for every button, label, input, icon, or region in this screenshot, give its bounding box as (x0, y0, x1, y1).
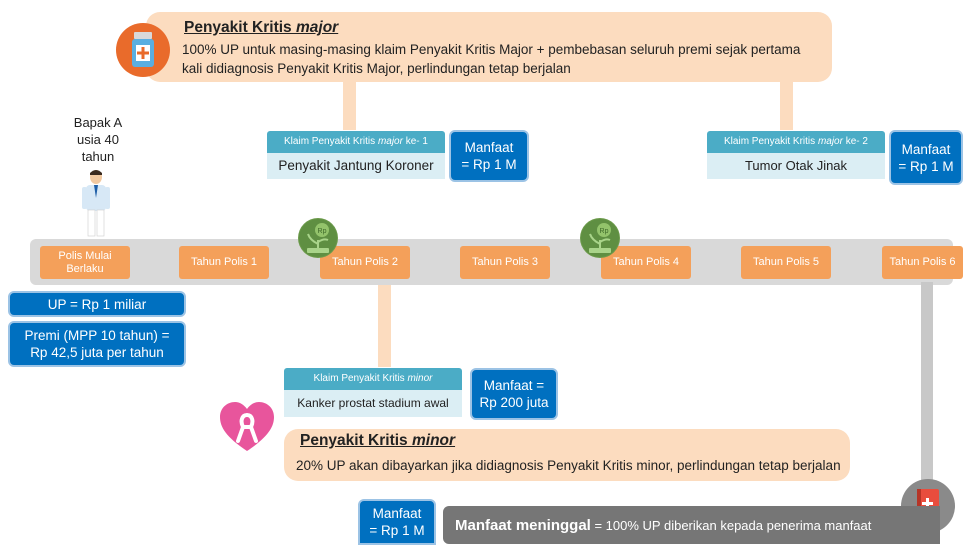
svg-text:Rp: Rp (318, 228, 327, 235)
minor-benefit-line2: Rp 200 juta (479, 395, 549, 410)
minor-callout-text: 20% UP akan dibayarkan jika didiagnosis … (296, 458, 841, 473)
death-benefit-box-line2: = Rp 1 M (369, 523, 425, 538)
timeline-start-line2: Berlaku (66, 262, 104, 275)
benefit-box-2: Manfaat = Rp 1 M (889, 130, 963, 185)
timeline-year-3: Tahun Polis 3 (460, 246, 550, 279)
death-benefit-box: Manfaat = Rp 1 M (358, 499, 436, 545)
benefit-box-2-line2: = Rp 1 M (898, 158, 954, 174)
minor-callout: Penyakit Kritis minor 20% UP akan dibaya… (284, 429, 850, 481)
claim-minor-header: Klaim Penyakit Kritis minor (284, 368, 462, 390)
timeline-year-6: Tahun Polis 6 (882, 246, 963, 279)
major-callout-title: Penyakit Kritis major (184, 19, 339, 36)
death-pointer (921, 282, 933, 482)
major-callout-text: 100% UP untuk masing-masing klaim Penyak… (182, 42, 801, 76)
claim-major-2: Klaim Penyakit Kritis major ke- 2 Tumor … (707, 131, 885, 179)
claim-major-1-disease: Penyakit Jantung Koroner (267, 153, 445, 179)
timeline-year-1: Tahun Polis 1 (179, 246, 269, 279)
claim-major-2-disease: Tumor Otak Jinak (707, 153, 885, 179)
minor-callout-pointer (378, 285, 391, 367)
premium-box-line1: Premi (MPP 10 tahun) = (24, 328, 170, 343)
medicine-bottle-icon (115, 22, 171, 78)
sum-assured-box: UP = Rp 1 miliar (8, 291, 186, 317)
person-label: Bapak A usia 40 tahun (66, 114, 130, 165)
minor-benefit-line1: Manfaat = (483, 378, 545, 393)
timeline-start-line1: Polis Mulai (58, 249, 112, 262)
benefit-box-2-line1: Manfaat (901, 141, 951, 157)
person-label-line2: usia 40 (77, 132, 119, 147)
major-callout-pointer-left (343, 78, 356, 130)
benefit-box-1-line1: Manfaat (464, 140, 514, 155)
minor-callout-title: Penyakit Kritis minor (300, 432, 456, 449)
timeline-year-4: Tahun Polis 4 (601, 246, 691, 279)
premium-box: Premi (MPP 10 tahun) = Rp 42,5 juta per … (8, 321, 186, 367)
person-label-line3: tahun (81, 149, 115, 164)
person-icon (81, 168, 111, 238)
death-benefit-text: = 100% UP diberikan kepada penerima manf… (590, 517, 872, 533)
claim-major-2-header: Klaim Penyakit Kritis major ke- 2 (707, 131, 885, 153)
money-plant-icon: Rp (580, 218, 620, 258)
pink-ribbon-heart-icon (218, 401, 276, 453)
death-benefit-title: Manfaat meninggal (455, 516, 591, 534)
claim-major-1-header: Klaim Penyakit Kritis major ke- 1 (267, 131, 445, 153)
major-callout-pointer-right (780, 78, 793, 130)
svg-text:Rp: Rp (600, 228, 609, 235)
claim-minor-disease: Kanker prostat stadium awal (284, 390, 462, 417)
death-benefit-bar: Manfaat meninggal = 100% UP diberikan ke… (443, 506, 940, 544)
money-plant-icon: Rp (298, 218, 338, 258)
death-benefit-box-line1: Manfaat (372, 506, 422, 521)
claim-minor: Klaim Penyakit Kritis minor Kanker prost… (284, 368, 462, 417)
benefit-box-1: Manfaat = Rp 1 M (449, 130, 529, 182)
premium-box-line2: Rp 42,5 juta per tahun (30, 345, 164, 360)
timeline-year-2: Tahun Polis 2 (320, 246, 410, 279)
timeline-year-5: Tahun Polis 5 (741, 246, 831, 279)
major-callout: Penyakit Kritis major 100% UP untuk masi… (146, 12, 832, 82)
benefit-box-1-line2: = Rp 1 M (461, 157, 517, 172)
claim-major-1: Klaim Penyakit Kritis major ke- 1 Penyak… (267, 131, 445, 179)
person-label-line1: Bapak A (73, 115, 123, 130)
minor-benefit-box: Manfaat = Rp 200 juta (470, 368, 558, 420)
